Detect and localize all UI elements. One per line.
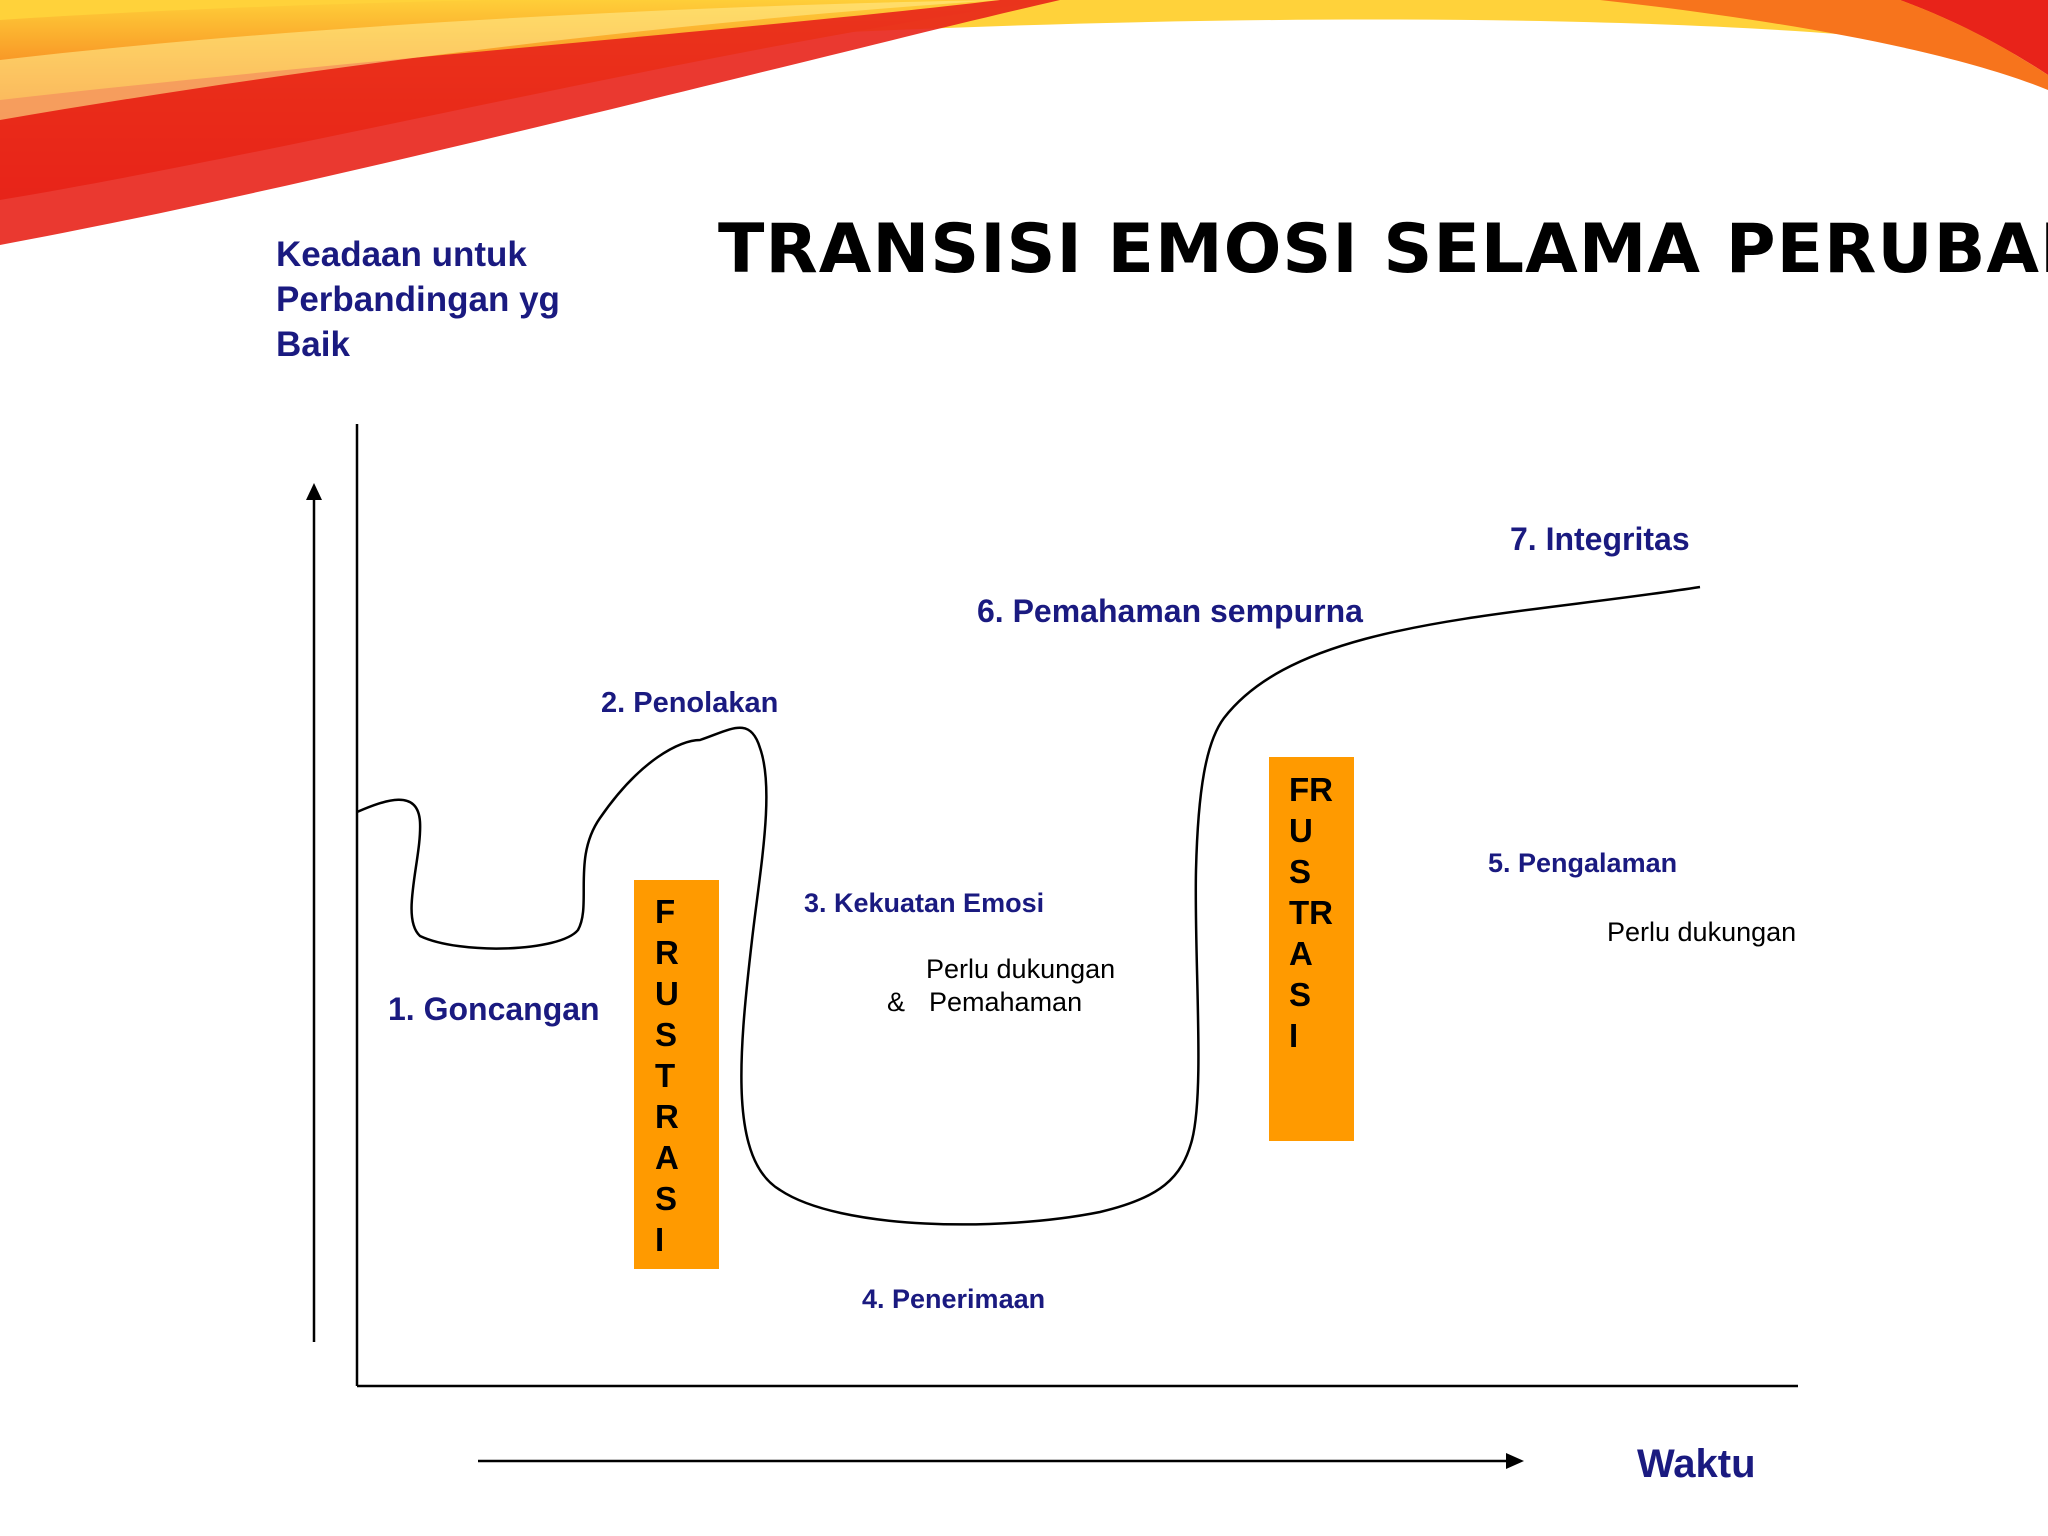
frustrasi-right-letter: U — [1289, 812, 1313, 849]
frustrasi-left-letter: R — [655, 934, 679, 971]
frustrasi-left-letter: U — [655, 975, 679, 1012]
frustrasi-left-rect — [634, 880, 719, 1269]
note-perlu-dukungan-stage5: Perlu dukungan — [1607, 917, 1796, 947]
swoosh-band-red — [0, 0, 1060, 245]
frustrasi-left-letter: I — [655, 1221, 664, 1258]
frustrasi-right-rect — [1269, 757, 1354, 1141]
frustrasi-right-letter: A — [1289, 935, 1313, 972]
note-perlu-dukungan-stage3: Perlu dukungan — [926, 954, 1115, 984]
swoosh-highlight — [0, 0, 1000, 120]
y-axis-label-line-3: Baik — [276, 325, 350, 364]
frustrasi-left-letter: R — [655, 1098, 679, 1135]
note-ampersand-stage3: & — [887, 987, 905, 1017]
note-pemahaman-stage3: Pemahaman — [929, 987, 1082, 1017]
slide-title: TRANSISI EMOSI SELAMA PERUBAHAN — [718, 210, 2048, 289]
swoosh-band-right-red — [1900, 0, 2048, 75]
y-axis-label-line-2: Perbandingan yg — [276, 280, 560, 319]
x-axis-label: Waktu — [1637, 1442, 1756, 1486]
swoosh-band-right-orange — [1600, 0, 2048, 90]
frustrasi-right-letter: FR — [1289, 771, 1333, 808]
x-arrow-head-icon — [1506, 1453, 1524, 1469]
frustrasi-left-letter: S — [655, 1180, 677, 1217]
y-arrow-head-icon — [306, 483, 322, 500]
decorative-swoosh-banner — [0, 0, 2048, 245]
frustrasi-right-letter: I — [1289, 1017, 1298, 1054]
frustrasi-right-letter: S — [1289, 853, 1311, 890]
stage-label-pemahaman-sempurna: 6. Pemahaman sempurna — [977, 593, 1363, 629]
frustrasi-box-right: FR U S TR A S I — [1269, 757, 1354, 1141]
y-axis-label: Keadaan untuk Perbandingan yg Baik — [276, 235, 560, 364]
y-axis-label-line-1: Keadaan untuk — [276, 235, 527, 274]
frustrasi-box-left: F R U S T R A S I — [634, 880, 719, 1269]
frustrasi-left-letter: F — [655, 893, 675, 930]
stage-label-goncangan: 1. Goncangan — [388, 991, 600, 1027]
frustrasi-right-letter: TR — [1289, 894, 1333, 931]
frustrasi-left-letter: T — [655, 1057, 675, 1094]
stage-label-pengalaman: 5. Pengalaman — [1488, 848, 1677, 878]
stage-label-integritas: 7. Integritas — [1510, 521, 1690, 557]
stage-label-kekuatan-emosi: 3. Kekuatan Emosi — [804, 888, 1044, 918]
stage-label-penolakan: 2. Penolakan — [601, 687, 778, 719]
frustrasi-left-letter: A — [655, 1139, 679, 1176]
frustrasi-left-letter: S — [655, 1016, 677, 1053]
frustrasi-right-letter: S — [1289, 976, 1311, 1013]
stage-label-penerimaan: 4. Penerimaan — [862, 1284, 1045, 1314]
emotion-curve — [356, 585, 1701, 1226]
